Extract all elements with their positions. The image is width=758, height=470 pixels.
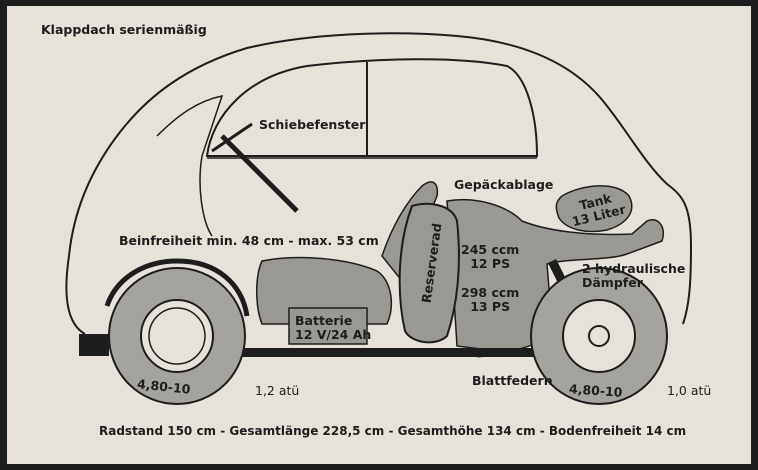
dimensions-caption: Radstand 150 cm - Gesamtlänge 228,5 cm -… [99,424,687,438]
rear-tire-pressure: 1,0 atü [667,383,712,398]
chassis-frame [222,348,547,357]
engine-label-298: 298 ccm 13 PS [461,285,520,315]
luggage-label: Gepäckablage [454,177,554,192]
front-bumper [79,334,109,356]
front-door-panel [156,95,224,237]
legroom-label: Beinfreiheit min. 48 cm - max. 53 cm [119,233,379,248]
front-wheel-arch [104,258,250,317]
battery-label-line1: Batterie [295,313,353,328]
battery-label-line2: 12 V/24 Ah [295,327,372,343]
dampers-label-line1: 2 hydraulische [582,261,686,276]
spare-wheel [398,202,460,344]
dampers-label-line2: Dämpfer [582,275,643,291]
engine-label-245-line1: 245 ccm [461,242,520,257]
leaf-springs-label: Blattfedern [472,373,553,388]
car-cutaway-drawing [65,32,693,405]
window-label: Schiebefenster [259,117,366,132]
rear-rim [562,299,636,373]
rear-hub [588,325,610,347]
fuel-tank [555,185,633,233]
engine-label-245: 245 ccm 12 PS [461,242,520,272]
window-frame [205,58,539,157]
diagram-paper: Klappdach serienmäßig Schiebefenster Gep… [7,6,751,464]
top-left-label: Klappdach serienmäßig [41,22,207,37]
car-body-outline [65,32,693,335]
steering-wheel [211,122,253,153]
engine-label-245-line2: 12 PS [470,256,511,272]
engine-label-298-line1: 298 ccm [461,285,520,300]
dampers-label: 2 hydraulische Dämpfer [582,261,686,291]
front-hub [148,307,206,365]
front-tire-pressure: 1,2 atü [255,383,300,398]
steering-column [220,134,299,213]
front-rim [140,299,214,373]
battery-box [288,307,368,345]
engine-label-298-line2: 13 PS [470,299,511,315]
battery-label: Batterie 12 V/24 Ah [295,313,372,343]
